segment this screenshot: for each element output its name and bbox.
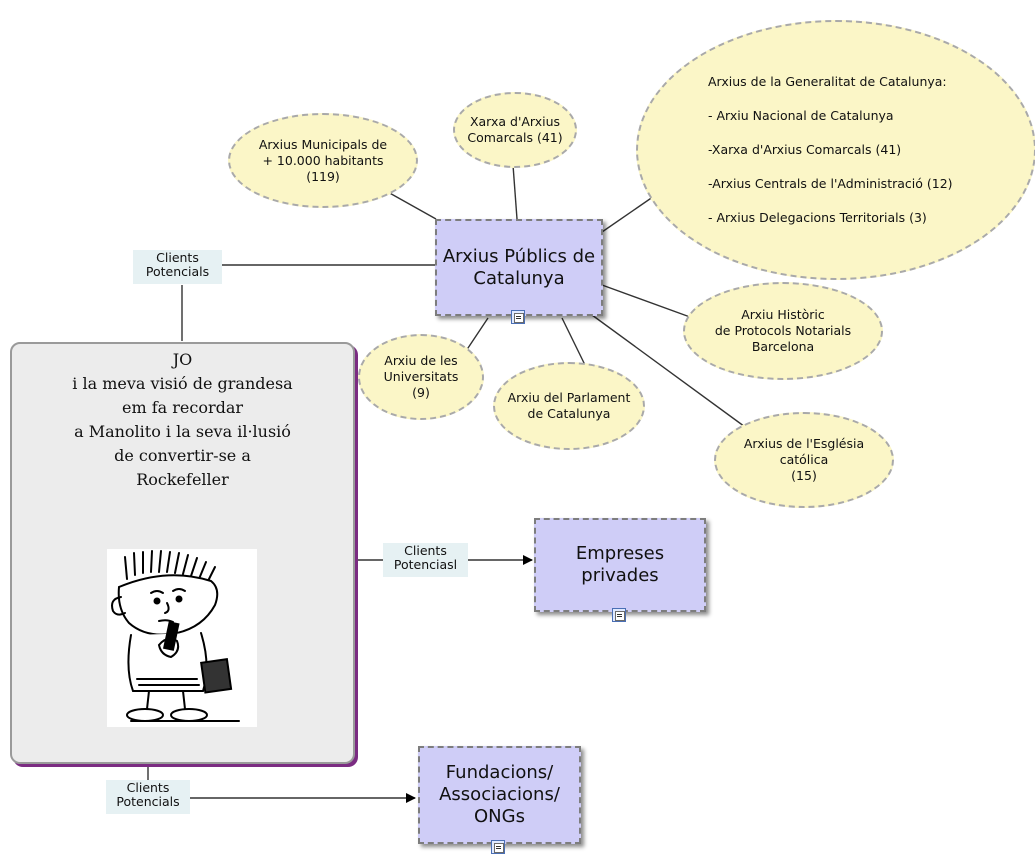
jo-line-4: a Manolito i la seva il·lusió [74, 422, 291, 441]
link-label-clients-potencials-bottom: Clients Potencials [106, 780, 190, 814]
protocols-line-1: Arxiu Històric [741, 307, 825, 322]
central-line-2: Catalunya [473, 267, 565, 289]
fundacions-line-2: Associacions/ [439, 784, 560, 805]
municipals-line-3: (119) [306, 168, 340, 184]
protocols-line-2: de Protocols Notarials [714, 323, 852, 338]
universitats-line-2: Universitats [383, 369, 459, 384]
esglesia-line-3: (15) [791, 468, 817, 483]
node-arxiu-universitats[interactable]: Arxiu de les Universitats (9) [358, 334, 484, 420]
jo-line-2: i la meva visió de grandesa [72, 374, 293, 393]
node-arxiu-protocols[interactable]: Arxiu Històric de Protocols Notarials Ba… [683, 282, 883, 380]
esglesia-line-1: Arxius de l'Església [743, 436, 865, 451]
edge-parlament [561, 317, 586, 366]
link-label-line: Potencials [116, 794, 180, 809]
parlament-line-1: Arxiu del Parlament [507, 390, 631, 405]
link-label-clients-potenciasl: Clients Potenciasl [383, 543, 468, 577]
link-label-line: Clients [126, 780, 170, 795]
jo-line-3: em fa recordar [121, 398, 244, 417]
node-arxius-generalitat[interactable]: Arxius de la Generalitat de Catalunya: -… [636, 20, 1035, 280]
empreses-line-1: Empreses privades [575, 543, 665, 586]
edge-comarcals [512, 164, 518, 220]
generalitat-line-4: -Arxius Centrals de l'Administració (12) [708, 176, 953, 191]
fundacions-line-3: ONGs [474, 806, 525, 827]
node-fundacions-associacions-ongs[interactable]: Fundacions/ Associacions/ ONGs [418, 746, 581, 844]
node-empreses-privades[interactable]: Empreses privades [534, 518, 706, 612]
node-arxiu-parlament[interactable]: Arxiu del Parlament de Catalunya [493, 362, 645, 450]
parlament-line-2: de Catalunya [527, 406, 611, 421]
jo-line-6: Rockefeller [136, 470, 229, 489]
node-xarxa-comarcals[interactable]: Xarxa d'Arxius Comarcals (41) [453, 92, 577, 168]
comarcals-line-2: Comarcals (41) [467, 130, 563, 145]
link-label-line: Clients [404, 543, 447, 558]
link-label-clients-potencials-top: Clients Potencials [133, 250, 222, 284]
municipals-line-2: + 10.000 habitants [262, 152, 384, 168]
node-arxius-esglesia[interactable]: Arxius de l'Església católica (15) [714, 412, 894, 508]
comarcals-line-1: Xarxa d'Arxius [469, 114, 561, 129]
generalitat-line-1: Arxius de la Generalitat de Catalunya: [708, 74, 947, 89]
link-label-line: Potenciasl [393, 557, 458, 572]
generalitat-line-5: - Arxius Delegacions Territorials (3) [708, 210, 927, 225]
universitats-line-3: (9) [412, 385, 430, 400]
node-arxius-publics-catalunya[interactable]: Arxius Públics de Catalunya [435, 219, 603, 316]
link-label-line: Clients [156, 250, 199, 265]
node-jo[interactable]: JO i la meva visió de grandesa em fa rec… [10, 342, 355, 764]
document-icon[interactable] [511, 310, 525, 324]
protocols-line-3: Barcelona [751, 339, 815, 354]
central-line-1: Arxius Públics de [442, 245, 596, 267]
universitats-line-1: Arxiu de les [384, 353, 458, 368]
edge-protocols [601, 284, 691, 318]
generalitat-line-2: - Arxiu Nacional de Catalunya [708, 108, 894, 123]
jo-line-1: JO [172, 350, 193, 369]
document-icon[interactable] [491, 840, 505, 854]
jo-line-5: de convertir-se a [114, 446, 251, 465]
fundacions-line-1: Fundacions/ [445, 762, 554, 783]
esglesia-line-2: católica [779, 452, 829, 467]
manolito-illustration [107, 549, 257, 727]
node-arxius-municipals[interactable]: Arxius Municipals de + 10.000 habitants … [228, 113, 418, 208]
municipals-line-1: Arxius Municipals de [258, 136, 388, 152]
link-label-line: Potencials [145, 264, 210, 279]
document-icon[interactable] [612, 608, 626, 622]
jo-text: JO i la meva visió de grandesa em fa rec… [12, 344, 353, 492]
edge-esglesia [591, 314, 753, 433]
generalitat-line-3: -Xarxa d'Arxius Comarcals (41) [708, 142, 902, 157]
